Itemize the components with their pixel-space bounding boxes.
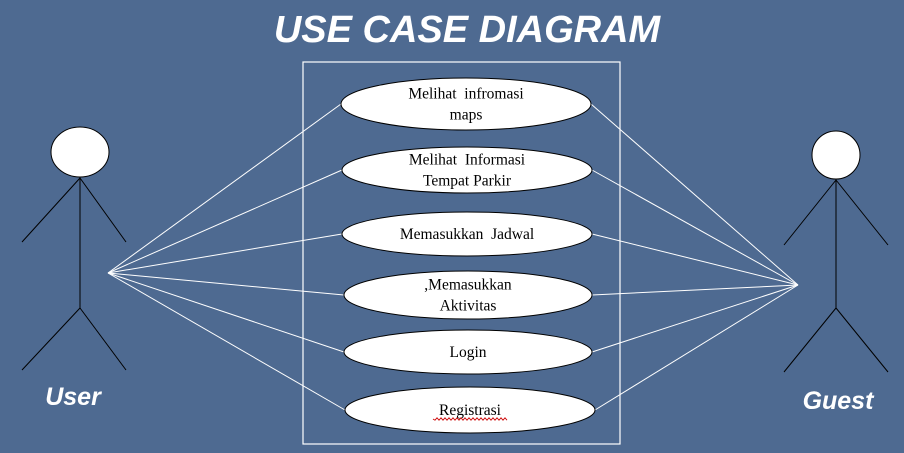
association-guest-melihat-infromasi-maps (590, 103, 799, 286)
association-guest-registrasi (594, 284, 799, 411)
use-case-label: ,Memasukkan (424, 277, 512, 294)
use-case-label: Melihat infromasi (408, 86, 524, 103)
use-case-melihat-infromasi-maps: Melihat infromasi maps (340, 77, 592, 131)
use-case-ellipse (341, 146, 593, 194)
use-case-registrasi: Registrasi (344, 386, 596, 434)
actor-guest-right-arm (835, 179, 889, 246)
actor-user-left-leg (21, 307, 81, 371)
use-case-ellipse (341, 211, 593, 257)
actor-guest: Guest (783, 130, 889, 415)
actor-guest-right-leg (835, 307, 889, 373)
use-case-ellipse (340, 77, 592, 131)
actor-guest-left-arm (783, 179, 837, 246)
association-lines (107, 103, 799, 411)
use-case-ellipse (343, 329, 593, 375)
use-case-ellipse (344, 386, 596, 434)
actor-user: User (21, 126, 127, 411)
diagram-title: USE CASE DIAGRAM (274, 9, 662, 51)
association-user-memasukkan-jadwal (107, 233, 343, 274)
association-user-memasukkan-aktivitas (107, 272, 345, 296)
actor-user-right-leg (79, 307, 127, 371)
association-user-registrasi (107, 272, 346, 411)
use-case-label: Login (449, 344, 486, 361)
actor-user-head (50, 126, 110, 178)
use-case-ellipse (343, 270, 593, 320)
association-user-melihat-infromasi-maps (107, 103, 342, 274)
association-guest-login (591, 284, 799, 353)
use-case-label: Memasukkan Jadwal (400, 226, 534, 243)
association-guest-memasukkan-aktivitas (591, 284, 799, 296)
use-case-memasukkan-jadwal: Memasukkan Jadwal (341, 211, 593, 257)
actor-guest-left-leg (783, 307, 837, 373)
association-user-login (107, 272, 345, 353)
association-user-melihat-informasi-tempat-parkir (107, 169, 343, 274)
use-case-label: Aktivitas (440, 298, 497, 315)
actor-guest-head (811, 130, 861, 180)
association-guest-melihat-informasi-tempat-parkir (591, 169, 799, 286)
use-case-label: Melihat Informasi (409, 152, 526, 169)
actor-user-label: User (45, 383, 102, 411)
use-case-label: Registrasi (439, 402, 502, 419)
actor-user-left-arm (21, 177, 81, 243)
association-guest-memasukkan-jadwal (591, 233, 799, 286)
spellcheck-underline (432, 417, 508, 421)
system-boundary (302, 61, 621, 445)
use-case-label: maps (450, 107, 483, 124)
actor-user-right-arm (79, 177, 127, 243)
actor-guest-label: Guest (803, 387, 876, 415)
use-case-login: Login (343, 329, 593, 375)
use-case-label: Tempat Parkir (423, 173, 512, 190)
